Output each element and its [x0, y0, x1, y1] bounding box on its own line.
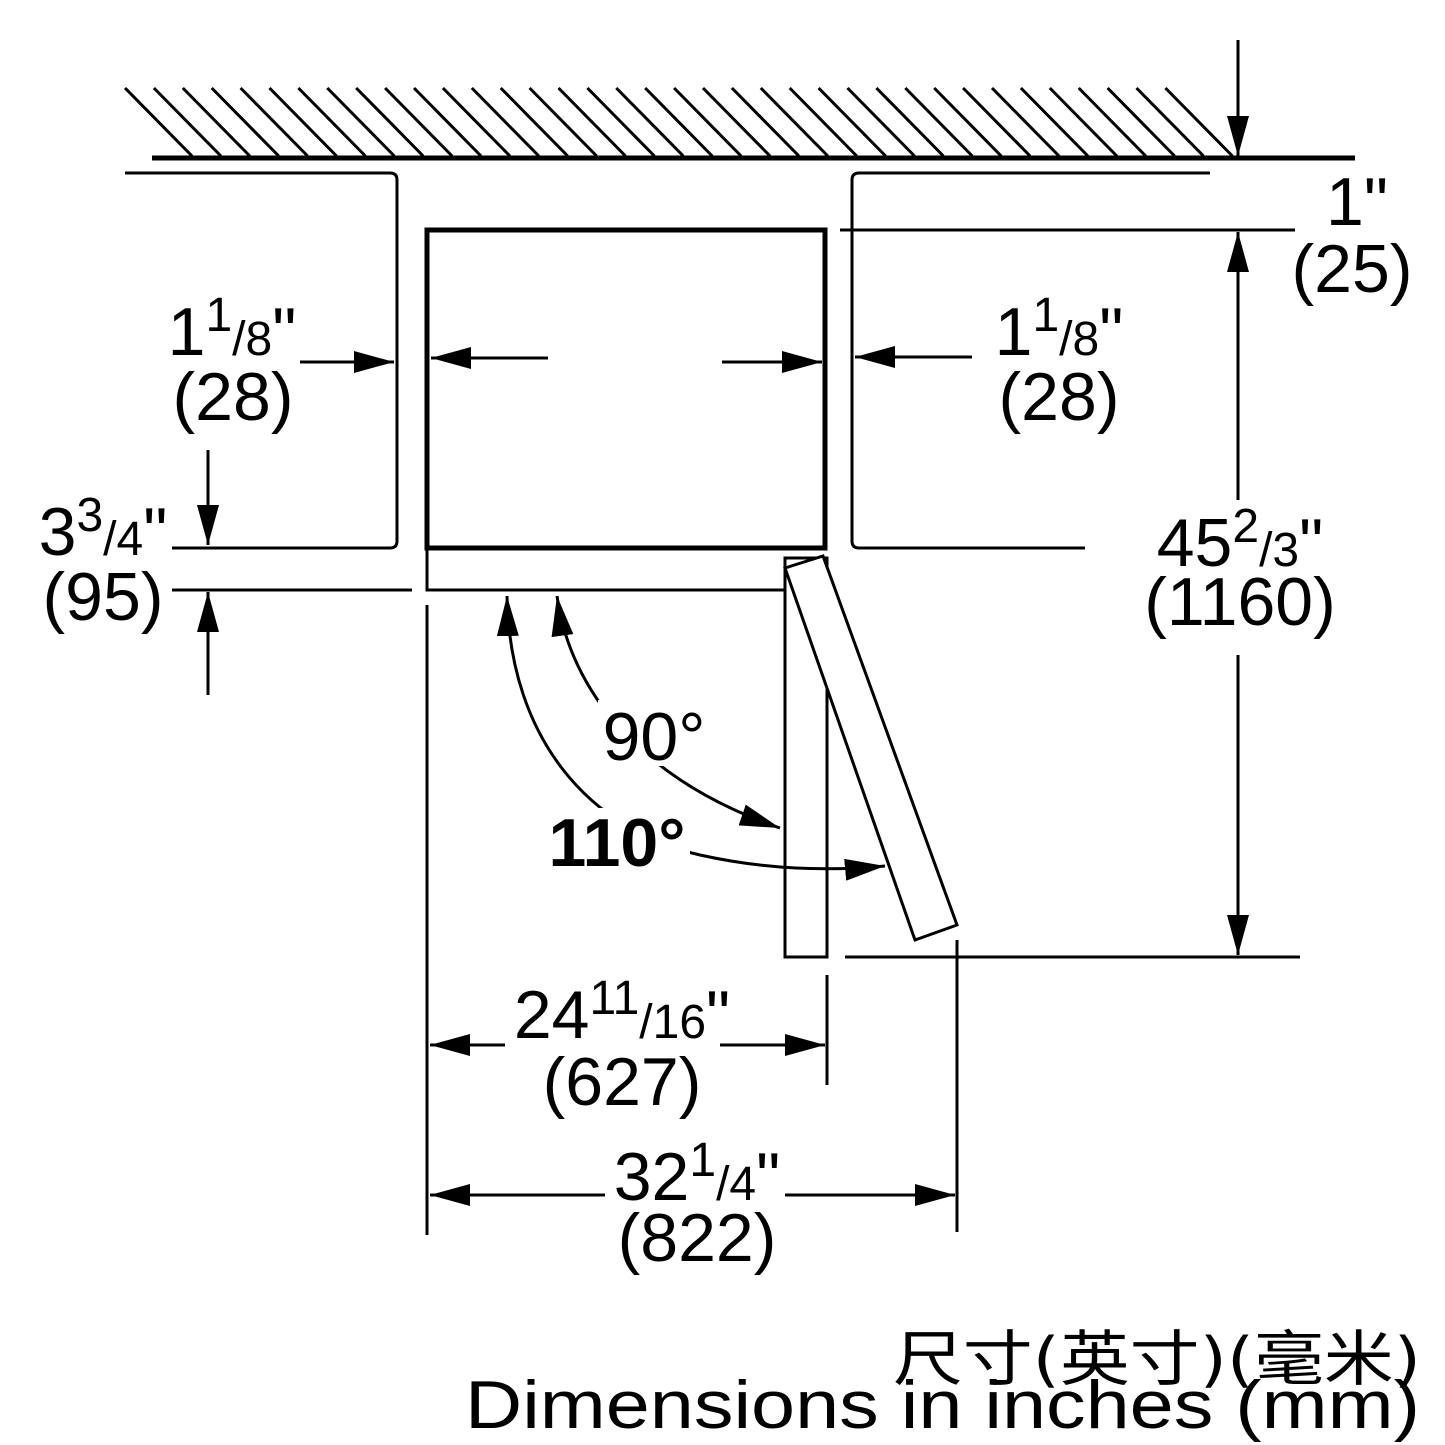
hatch-line — [846, 86, 916, 158]
hatch-line — [470, 86, 540, 158]
hatch-line — [326, 86, 396, 158]
right-side-gap-inches: 11/8" — [995, 289, 1124, 370]
hatch-line — [528, 86, 598, 158]
whole-number: 3 — [39, 494, 77, 570]
fraction-denominator: /8 — [1059, 313, 1099, 366]
hatch-line — [615, 86, 685, 158]
inch-mark: " — [1299, 505, 1323, 581]
inch-mark: " — [756, 1139, 780, 1215]
left-side-gap-inches: 11/8" — [168, 289, 297, 370]
hatch-line — [904, 86, 974, 158]
hatch-line — [788, 86, 858, 158]
hatch-line — [673, 86, 743, 158]
hatch-line — [1077, 86, 1147, 158]
refrigerator-body — [424, 227, 828, 551]
fraction-numerator: 1 — [689, 1134, 716, 1187]
hatch-line — [181, 86, 251, 158]
fraction-denominator: /16 — [639, 996, 706, 1049]
left-cabinet-outline — [125, 171, 399, 550]
hatch-line — [152, 86, 222, 158]
fraction-numerator: 1 — [205, 289, 232, 342]
right-side-gap-mm: (28) — [999, 359, 1120, 435]
hatch-line — [962, 86, 1032, 158]
inch-mark: " — [272, 294, 296, 370]
width-door-90-inches: 2411/16" — [514, 972, 730, 1053]
hatch-line — [499, 86, 569, 158]
caption-english: Dimensions in inches (mm) — [465, 1367, 1420, 1443]
total-depth-inches: 452/3" — [1157, 500, 1324, 581]
hatch-line — [355, 86, 425, 158]
inch-mark: " — [706, 977, 730, 1053]
fraction-denominator: /4 — [716, 1158, 756, 1211]
hatch-line — [441, 86, 511, 158]
whole-number: 1 — [995, 294, 1033, 370]
fraction-denominator: /4 — [103, 513, 143, 566]
fraction-denominator: /8 — [232, 313, 272, 366]
hatch-line — [1048, 86, 1118, 158]
angle-110-label-mask — [545, 808, 690, 872]
inch-mark: " — [1099, 294, 1123, 370]
hatch-line — [210, 86, 280, 158]
hatch-line — [557, 86, 627, 158]
hatch-line — [239, 86, 309, 158]
fraction-numerator: 1 — [1032, 289, 1059, 342]
fraction-numerator: 2 — [1232, 500, 1259, 553]
closed-door-outline — [425, 548, 785, 592]
top-clearance-mm: (25) — [1292, 231, 1413, 307]
hatch-line — [586, 86, 656, 158]
hatch-line — [1164, 86, 1234, 158]
width-door-110-inches: 321/4" — [614, 1134, 781, 1215]
hatch-line — [990, 86, 1061, 158]
inch-mark: " — [143, 494, 167, 570]
angle-90-label-mask — [598, 700, 710, 766]
hatch-line — [1019, 86, 1089, 158]
angle-110-label: 110° — [549, 805, 686, 881]
hatch-line — [268, 86, 338, 158]
hatch-line — [1135, 86, 1205, 158]
left-side-gap-mm: (28) — [173, 359, 294, 435]
caption-chinese: 尺寸(英寸)(毫米) — [893, 1325, 1421, 1395]
hatch-line — [933, 86, 1003, 158]
hatch-line — [730, 86, 800, 158]
hatch-line — [759, 86, 829, 158]
fraction-numerator: 3 — [76, 489, 103, 542]
hatch-line — [875, 86, 945, 158]
width-door-110-mm: (822) — [618, 1200, 777, 1276]
whole-number: 32 — [614, 1139, 690, 1215]
hatch-line — [297, 86, 367, 158]
hatch-line — [817, 86, 887, 158]
hatch-line — [412, 86, 483, 158]
angle-90-label: 90° — [603, 699, 706, 775]
right-cabinet-outline — [850, 171, 1210, 550]
hatch-line — [123, 86, 194, 158]
hatch-line — [1106, 86, 1176, 158]
width-door-90-mm: (627) — [543, 1044, 702, 1120]
hatch-line — [701, 86, 772, 158]
whole-number: 1 — [168, 294, 206, 370]
fraction-denominator: /3 — [1259, 524, 1299, 577]
hatch-line — [384, 86, 454, 158]
whole-number: 24 — [514, 977, 590, 1053]
fraction-numerator: 11 — [589, 972, 639, 1025]
door-setback-mm: (95) — [43, 559, 164, 635]
hatch-line — [644, 86, 714, 158]
door-setback-inches: 33/4" — [39, 489, 168, 570]
total-depth-mm: (1160) — [1144, 564, 1336, 640]
whole-number: 45 — [1157, 505, 1233, 581]
wall-hatching — [123, 86, 1234, 158]
top-clearance-inches: 1" — [1326, 164, 1388, 240]
